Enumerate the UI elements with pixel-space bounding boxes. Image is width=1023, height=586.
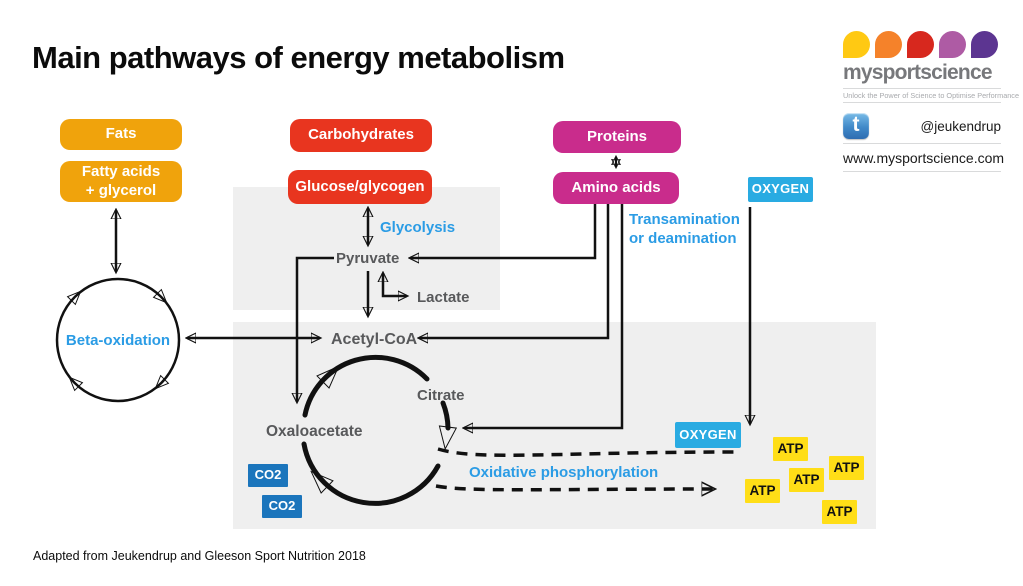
node-fats: Fats bbox=[60, 119, 182, 150]
logo-droplets bbox=[843, 31, 1001, 58]
krebs-cycle-circle bbox=[301, 354, 458, 506]
node-glucose-glycogen: Glucose/glycogen bbox=[288, 170, 432, 204]
arrow-aminoacids-acetylcoa bbox=[419, 204, 610, 338]
node-oxygen-1: OXYGEN bbox=[748, 177, 813, 202]
node-proteins: Proteins bbox=[553, 121, 681, 153]
label-citrate: Citrate bbox=[417, 387, 465, 404]
label-pyruvate: Pyruvate bbox=[336, 250, 400, 267]
brand-name: mysportscience bbox=[843, 61, 993, 84]
logo-droplet bbox=[907, 31, 934, 58]
label-transamination: Transamination or deamination bbox=[629, 211, 740, 247]
arrow-aminoacids-krebscycle bbox=[464, 204, 624, 428]
arrow-aminoacids-pyruvate bbox=[410, 204, 597, 258]
logo-droplet bbox=[939, 31, 966, 58]
beta-oxidation-circle bbox=[55, 277, 181, 403]
twitter-row: t @jeukendrup bbox=[843, 110, 1001, 144]
node-atp-1: ATP bbox=[773, 437, 808, 461]
website-url: www.mysportscience.com bbox=[843, 144, 1004, 172]
arrow-pyruvate-lactate bbox=[383, 273, 407, 296]
source-credit: Adapted from Jeukendrup and Gleeson Spor… bbox=[33, 549, 366, 563]
page-title: Main pathways of energy metabolism bbox=[32, 40, 565, 75]
brand-logo: mysportscience Unlock the Power of Scien… bbox=[843, 31, 1019, 172]
node-atp-5: ATP bbox=[822, 500, 857, 524]
label-lactate: Lactate bbox=[417, 289, 470, 306]
logo-droplet bbox=[843, 31, 870, 58]
node-atp-3: ATP bbox=[789, 468, 824, 492]
oxidative-phosphorylation-arrows bbox=[435, 447, 736, 490]
brand-tagline: Unlock the Power of Science to Optimise … bbox=[843, 88, 1019, 103]
node-atp-4: ATP bbox=[745, 479, 780, 503]
label-beta-oxidation: Beta-oxidation bbox=[65, 332, 171, 349]
node-co2-1: CO2 bbox=[248, 464, 288, 487]
logo-droplet bbox=[875, 31, 902, 58]
label-acetyl-coa: Acetyl-CoA bbox=[331, 331, 418, 348]
node-fatty-acids-glycerol: Fatty acids + glycerol bbox=[60, 161, 182, 202]
node-oxygen-2: OXYGEN bbox=[675, 422, 741, 448]
label-oxaloacetate: Oxaloacetate bbox=[266, 423, 363, 440]
node-amino-acids: Amino acids bbox=[553, 172, 679, 204]
label-glycolysis: Glycolysis bbox=[380, 219, 456, 236]
node-atp-2: ATP bbox=[829, 456, 864, 480]
logo-droplet bbox=[971, 31, 998, 58]
twitter-icon: t bbox=[843, 113, 869, 139]
node-co2-2: CO2 bbox=[262, 495, 302, 518]
twitter-handle: @jeukendrup bbox=[920, 118, 1001, 134]
arrow-pyruvate-oxaloacetate bbox=[297, 256, 334, 402]
label-oxidative-phosphorylation: Oxidative phosphorylation bbox=[469, 464, 659, 481]
node-carbohydrates: Carbohydrates bbox=[290, 119, 432, 152]
